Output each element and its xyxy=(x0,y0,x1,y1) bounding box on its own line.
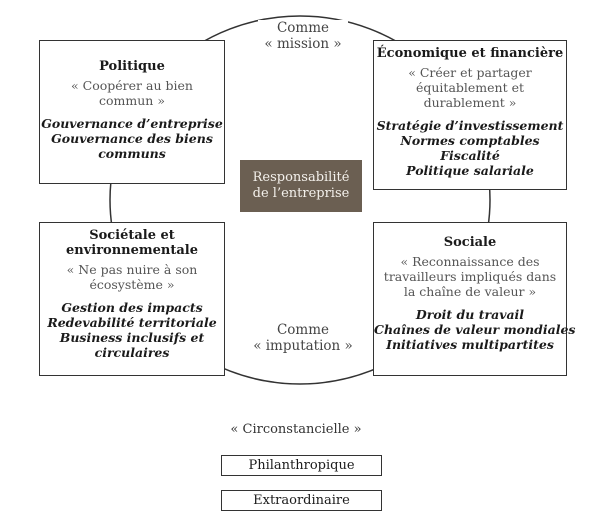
box-sociale-items: Droit du travail Chaînes de valeur mondi… xyxy=(374,307,576,352)
item-line: Gestion des impacts xyxy=(61,300,203,315)
quote-line: écosystème » xyxy=(89,277,175,292)
circonstancielle-label: « Circonstancielle » xyxy=(230,422,362,437)
item-line: Normes comptables xyxy=(400,133,540,148)
arc-label-mission-line1: Comme xyxy=(276,20,330,36)
quote-line: « Ne pas nuire à son xyxy=(66,262,198,277)
center-responsabilite-box: Responsabilité de l’entreprise xyxy=(240,160,362,212)
item-line: circulaires xyxy=(94,345,170,360)
item-line: Fiscalité xyxy=(440,148,500,163)
item-line: Initiatives multipartites xyxy=(386,337,554,352)
box-politique-items: Gouvernance d’entreprise Gouvernance des… xyxy=(40,116,224,161)
item-line: Business inclusifs et xyxy=(59,330,205,345)
title-line: Sociétale et xyxy=(89,228,175,243)
item-line: Stratégie d’investissement xyxy=(376,118,564,133)
quote-line: travailleurs impliqués dans xyxy=(383,269,557,284)
arc-label-imputation: Comme « imputation » xyxy=(248,322,358,354)
title-line: Politique xyxy=(99,59,165,74)
center-line2: de l’entreprise xyxy=(252,186,350,201)
box-economique: Économique et financière « Créer et part… xyxy=(373,40,567,190)
arc-label-mission: Comme « mission » xyxy=(258,20,348,52)
quote-line: « Créer et partager xyxy=(408,65,532,80)
quote-line: « Coopérer au bien xyxy=(71,78,193,93)
item-line: Politique salariale xyxy=(406,163,534,178)
box-politique-title: Politique xyxy=(40,59,224,74)
box-economique-items: Stratégie d’investissement Normes compta… xyxy=(374,118,566,178)
item-line: Redevabilité territoriale xyxy=(47,315,217,330)
ellipse-outline xyxy=(109,15,491,385)
center-line1: Responsabilité xyxy=(252,170,350,185)
quote-line: la chaîne de valeur » xyxy=(403,284,537,299)
box-sociale-title: Sociale xyxy=(374,235,566,250)
arc-label-imputation-line1: Comme xyxy=(276,322,330,338)
box-economique-title: Économique et financière xyxy=(374,46,566,61)
item-line: Chaînes de valeur mondiales xyxy=(374,322,576,337)
quote-line: équitablement et xyxy=(415,80,525,95)
title-line: environnementale xyxy=(65,243,199,258)
box-politique: Politique « Coopérer au bien commun » Go… xyxy=(39,40,225,184)
box-economique-quote: « Créer et partager équitablement et dur… xyxy=(374,65,566,110)
title-line: Sociale xyxy=(443,235,497,250)
title-line: Économique et financière xyxy=(376,46,564,61)
box-societale-title: Sociétale et environnementale xyxy=(40,228,224,258)
quote-line: commun » xyxy=(99,93,165,108)
quote-line: durablement » xyxy=(423,95,517,110)
philanthropique-box: Philanthropique xyxy=(221,455,382,476)
extraordinaire-box: Extraordinaire xyxy=(221,490,382,511)
box-societale-quote: « Ne pas nuire à son écosystème » xyxy=(40,262,224,292)
item-line: communs xyxy=(98,146,166,161)
quote-line: « Reconnaissance des xyxy=(400,254,540,269)
item-line: Gouvernance des biens xyxy=(51,131,213,146)
item-line: Gouvernance d’entreprise xyxy=(41,116,223,131)
item-line: Droit du travail xyxy=(415,307,525,322)
arc-label-mission-line2: « mission » xyxy=(264,36,342,52)
box-politique-quote: « Coopérer au bien commun » xyxy=(40,78,224,108)
arc-label-imputation-line2: « imputation » xyxy=(253,338,353,354)
box-sociale-quote: « Reconnaissance des travailleurs impliq… xyxy=(374,254,566,299)
box-sociale: Sociale « Reconnaissance des travailleur… xyxy=(373,222,576,376)
box-societale: Sociétale et environnementale « Ne pas n… xyxy=(39,222,225,376)
box-societale-items: Gestion des impacts Redevabilité territo… xyxy=(40,300,224,360)
